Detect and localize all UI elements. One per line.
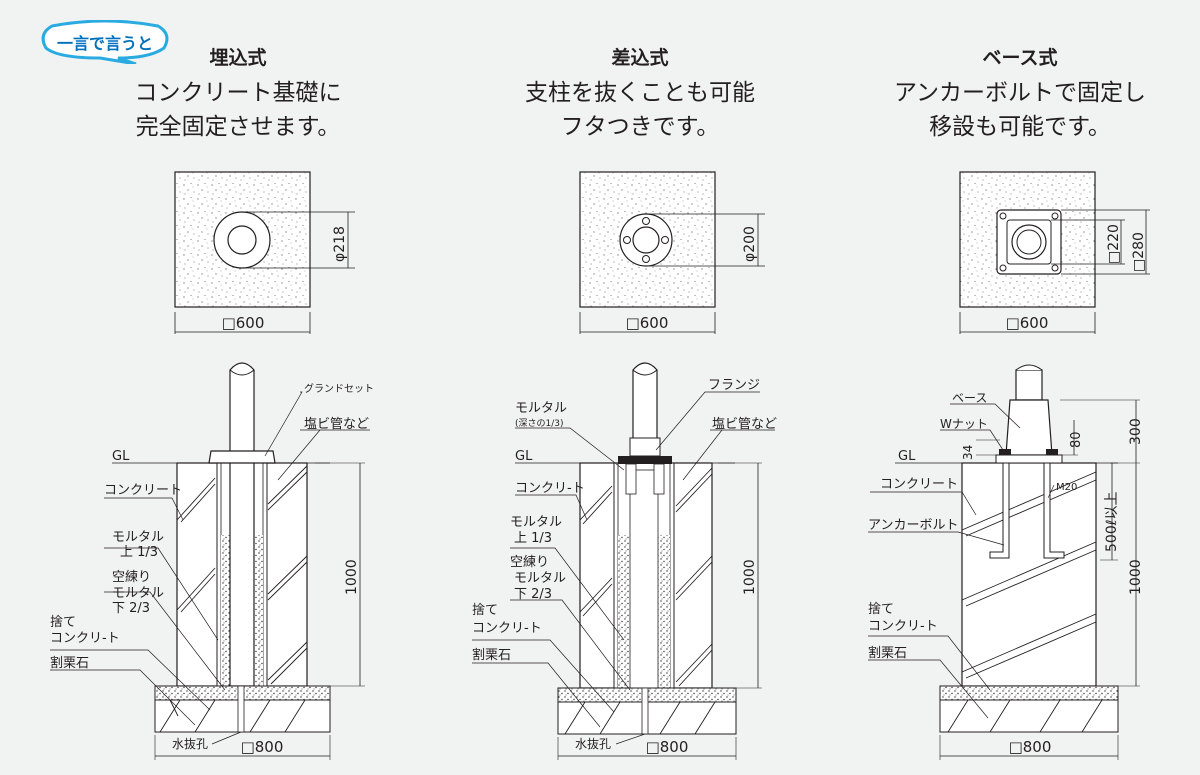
mortar-ratio-label: 上 1/3 [514, 531, 552, 546]
section-umekomi: 1000 □800 水抜孔 グランドセット 塩ビ管など GL コンクリート モル… [50, 362, 374, 760]
gravel-label: 割栗石 [50, 655, 89, 671]
groundset-label: グランドセット [304, 382, 374, 395]
concrete-label: コンクリ-ト [515, 481, 585, 496]
base-concrete-label-1: 捨て [472, 602, 498, 618]
base-concrete-label-2: コンクリ-ト [50, 631, 120, 646]
badge-bubble [41, 20, 169, 64]
depth-label: 1000 [742, 559, 758, 595]
method-desc-line1: コンクリート基礎に [134, 80, 342, 106]
drain-label: 水抜孔 [575, 737, 611, 751]
width-label: □800 [241, 738, 284, 756]
drain-label: 水抜孔 [172, 737, 208, 751]
plan-diameter-label: φ200 [742, 226, 758, 262]
dim-34-label: 34 [961, 445, 975, 460]
mortar-label: モルタル [515, 401, 567, 416]
method-desc-line2: 完全固定させます。 [135, 114, 341, 140]
method-column-umekomi: 埋込式 コンクリート基礎に 完全固定させます。 [58, 46, 418, 144]
base-concrete-label-1: 捨て [50, 614, 76, 630]
dry-mortar-label-1: 空練り [510, 555, 549, 570]
gl-label: GL [112, 449, 130, 464]
gravel-label: 割栗石 [868, 645, 907, 661]
section-sashikomi: 1000 □800 水抜孔 フランジ モルタル (深さの1/3) 塩ビ管など G… [472, 362, 777, 760]
method-title: ベース式 [982, 47, 1058, 69]
anchor-bolt-label: アンカーボルト [868, 518, 958, 533]
gl-label: GL [515, 449, 533, 464]
plan-size-label: □600 [222, 314, 265, 332]
dim-80-label: 80 [1069, 431, 1084, 448]
depth-label: 1000 [344, 559, 360, 595]
gravel-label: 割栗石 [472, 647, 511, 663]
width-label: □800 [1009, 738, 1052, 756]
m20-label: M20 [1056, 482, 1077, 493]
plan-inner-label: □220 [1106, 224, 1122, 264]
plan-sashikomi: φ200 □600 [579, 171, 765, 334]
gl-label: GL [898, 449, 916, 464]
plan-umekomi: φ218 □600 [174, 171, 355, 334]
width-label: □800 [646, 738, 689, 756]
dry-mortar-label-3: 下 2/3 [514, 587, 552, 602]
plan-outer-label: □280 [1131, 232, 1147, 272]
pvc-label: 塩ビ管など [712, 417, 777, 432]
base-concrete-label-1: 捨て [868, 601, 894, 617]
badge-label: 一言で言うと [56, 34, 153, 53]
plan-size-label: □600 [626, 314, 669, 332]
dim-300-label: 300 [1128, 418, 1144, 445]
base-concrete-label-2: コンクリ-ト [868, 619, 938, 634]
method-desc-line2: フタつきです。 [560, 114, 720, 140]
dry-mortar-label-2: モルタル [112, 586, 164, 601]
dry-mortar-label-2: モルタル [514, 571, 566, 586]
mortar-label: モルタル [112, 530, 164, 545]
concrete-label: コンクリート [104, 483, 182, 498]
depth-label: 1000 [1128, 559, 1144, 595]
dry-mortar-label-3: 下 2/3 [112, 601, 150, 616]
method-column-sashikomi: 差込式 支柱を抜くことも可能 フタつきです。 [460, 46, 820, 144]
dry-mortar-label-1: 空練り [112, 570, 151, 585]
method-title: 埋込式 [209, 47, 267, 69]
mortar-ratio-label: 上 1/3 [120, 545, 158, 560]
anchor-length-label: 500ℓ以上 [1104, 491, 1120, 552]
mortar-top-label: モルタル [510, 515, 562, 530]
base-label: ベース [952, 391, 987, 405]
section-base: 80 300 500ℓ以上 1000 34 M20 □800 ベース Wナット … [868, 364, 1144, 760]
method-column-base: ベース式 アンカーボルトで固定し 移設も可能です。 [840, 46, 1200, 144]
method-desc-line2: 移設も可能です。 [929, 114, 1111, 140]
method-title: 差込式 [611, 47, 669, 69]
method-desc-line1: アンカーボルトで固定し [893, 80, 1147, 106]
pvc-label: 塩ビ管など [304, 417, 369, 432]
concrete-label: コンクリート [880, 477, 958, 492]
plan-size-label: □600 [1006, 314, 1049, 332]
base-concrete-label-2: コンクリ-ト [472, 621, 542, 636]
mortar-depth-label: (深さの1/3) [515, 418, 564, 429]
wnut-label: Wナット [940, 417, 988, 431]
plan-base: □220 □280 □600 [959, 171, 1150, 334]
plan-diameter-label: φ218 [332, 226, 348, 262]
flange-label: フランジ [708, 378, 760, 393]
method-desc-line1: 支柱を抜くことも可能 [525, 80, 755, 106]
